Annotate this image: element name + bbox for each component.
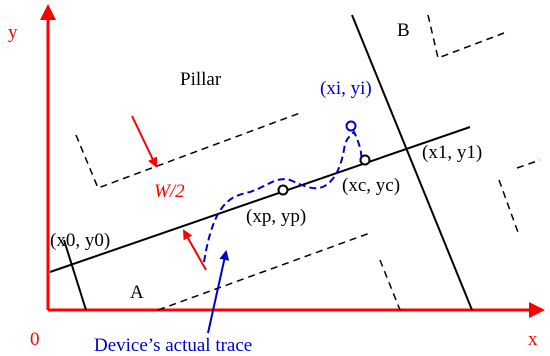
wall-bottom-left — [157, 232, 371, 311]
measured-point-marker — [345, 120, 357, 132]
region-a-label: A — [130, 282, 144, 303]
axes — [40, 4, 545, 318]
end-point-label: (x1, y1) — [422, 142, 482, 163]
half-width-label: W/2 — [154, 181, 185, 202]
wall-top-left — [75, 112, 301, 189]
half-width-arrows — [131, 115, 207, 271]
half-width-arrow-top — [131, 115, 158, 168]
region-b-label: B — [397, 20, 410, 41]
half-width-arrow-bottom — [183, 229, 207, 271]
segments — [49, 14, 473, 311]
y-axis-label: y — [8, 22, 18, 43]
wall-top-right — [427, 14, 505, 60]
trace-caption: Device’s actual trace — [94, 335, 252, 356]
y-axis-arrowhead — [40, 4, 56, 20]
device-trace — [203, 120, 363, 334]
start-point-label: (x0, y0) — [50, 230, 110, 251]
projected-point-label: (xp, yp) — [246, 206, 306, 227]
wall-right-2 — [516, 159, 541, 169]
measured-point-label: (xi, yi) — [320, 78, 372, 99]
corridor-walls — [75, 14, 541, 311]
origin-label: 0 — [30, 329, 40, 350]
wall-bottom-right — [379, 259, 401, 311]
projected-point-marker — [277, 184, 289, 196]
trace-caption-arrow — [207, 250, 230, 334]
closest-point-marker — [359, 154, 371, 166]
segment-boundary-b — [351, 14, 473, 311]
pillar-label: Pillar — [180, 69, 222, 90]
path-segment-line — [49, 126, 471, 273]
segment-boundary-a — [63, 239, 87, 311]
x-axis-arrowhead — [529, 302, 545, 318]
trace-path — [203, 130, 363, 263]
wall-right — [498, 179, 520, 236]
x-axis-label: x — [528, 329, 538, 350]
closest-point-label: (xc, yc) — [342, 175, 400, 196]
